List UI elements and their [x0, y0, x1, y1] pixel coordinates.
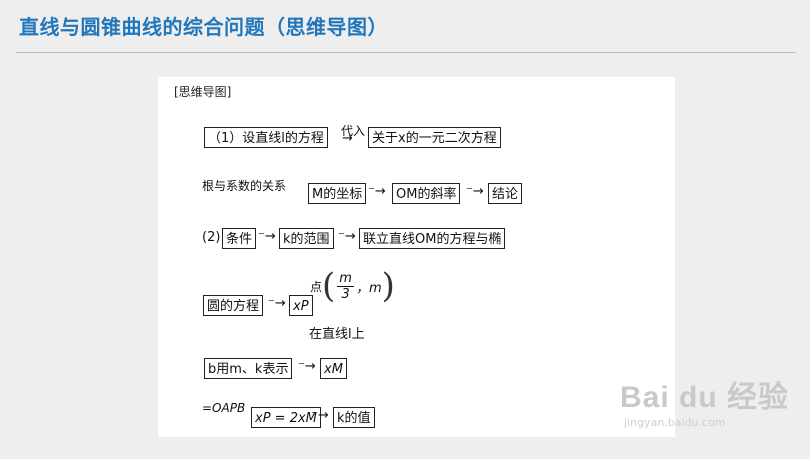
arrow-5: ⁻→	[338, 229, 356, 244]
circle-equation-box: 圆的方程	[203, 295, 264, 316]
xp-box: xP	[289, 295, 313, 316]
fraction-numerator: m	[337, 270, 354, 287]
arrow-8: ⁻→	[311, 408, 329, 423]
right-paren: )	[381, 266, 395, 306]
solve-om-ellipse-box: 联立直线OM的方程与椭	[359, 228, 506, 249]
title-divider	[16, 52, 796, 53]
k-range-box: k的范围	[279, 228, 334, 249]
condition-box: 条件	[222, 228, 257, 249]
arrow-6: ⁻→	[268, 296, 286, 311]
mind-map-label: [思维导图]	[174, 85, 232, 99]
vieta-relation-label: 根与系数的关系	[202, 179, 287, 193]
arrow-1: →	[342, 131, 353, 146]
oapb-label: =OAPB	[202, 401, 246, 415]
arrow-4: ⁻→	[258, 229, 276, 244]
point-y-value: ，m	[355, 280, 382, 296]
point-coordinate: 点 ( m 3 ，m )	[310, 269, 395, 303]
left-paren: (	[322, 266, 336, 306]
m-coordinate-box: M的坐标	[308, 183, 367, 204]
page-title: 直线与圆锥曲线的综合问题（思维导图）	[19, 15, 388, 39]
substitute-label: 代入	[341, 124, 366, 138]
part-2-label: (2)	[202, 230, 221, 245]
m-over-3-fraction: m 3	[337, 271, 354, 302]
on-line-l-label: 在直线l上	[309, 327, 365, 342]
baidu-jingyan-watermark: Bai du 经验 jingyan.baidu.com	[620, 381, 790, 429]
mind-map-card: [思维导图] （1）设直线l的方程 代入 → 关于x的一元二次方程 根与系数的关…	[158, 77, 675, 437]
point-label: 点	[310, 279, 323, 294]
b-in-m-k-box: b用m、k表示	[204, 358, 293, 379]
fraction-denominator: 3	[341, 286, 350, 302]
arrow-2: ⁻→	[368, 184, 386, 199]
arrow-7: ⁻→	[298, 359, 316, 374]
set-line-equation-box: （1）设直线l的方程	[204, 127, 328, 148]
conclusion-box: 结论	[488, 183, 523, 204]
quadratic-equation-box: 关于x的一元二次方程	[368, 127, 501, 148]
k-value-box: k的值	[333, 407, 375, 428]
om-slope-box: OM的斜率	[392, 183, 461, 204]
xm-box: xM	[320, 358, 347, 379]
xp-equals-2xm-box: xP = 2xM	[251, 407, 321, 428]
arrow-3: ⁻→	[466, 184, 484, 199]
